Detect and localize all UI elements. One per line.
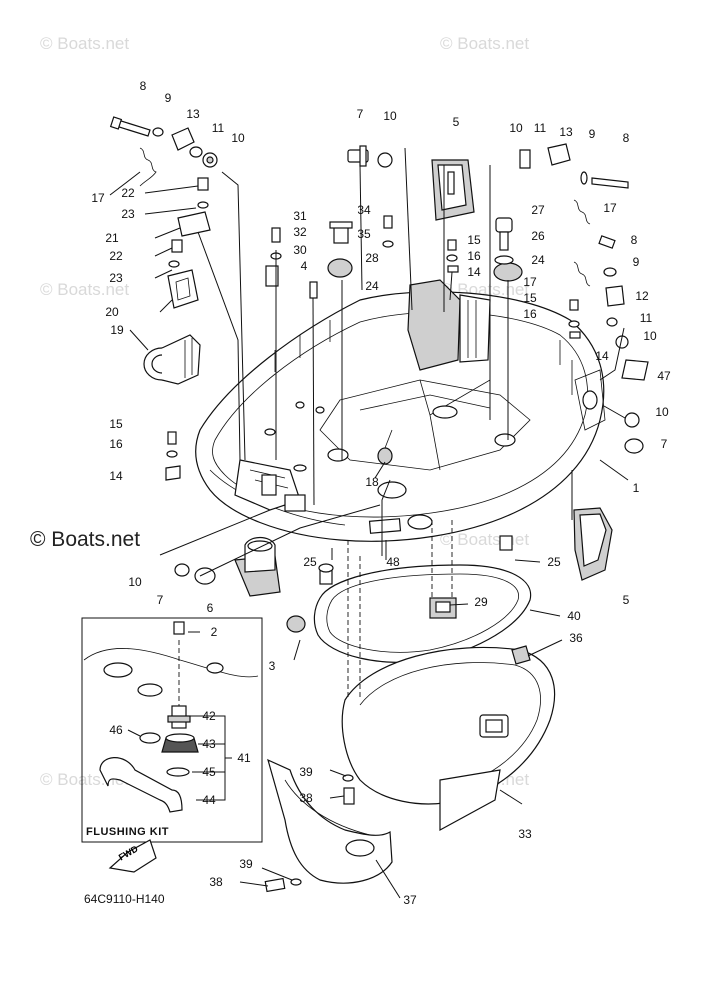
watermark: © Boats.net bbox=[40, 280, 130, 299]
callout-number: 35 bbox=[357, 227, 371, 241]
callout-number: 37 bbox=[403, 893, 417, 907]
callout-number: 46 bbox=[109, 723, 123, 737]
callout-number: 45 bbox=[202, 765, 216, 779]
callout-number: 10 bbox=[509, 121, 523, 135]
callout-number: 17 bbox=[603, 201, 617, 215]
callout-number: 31 bbox=[293, 209, 307, 223]
callout-number: 43 bbox=[202, 737, 216, 751]
callout-number: 10 bbox=[231, 131, 245, 145]
watermark: © Boats.net bbox=[440, 34, 530, 53]
callout-number: 30 bbox=[293, 243, 307, 257]
callout-number: 33 bbox=[518, 827, 532, 841]
callout-number: 13 bbox=[559, 125, 573, 139]
callout-number: 16 bbox=[109, 437, 123, 451]
callout-number: 11 bbox=[639, 311, 653, 325]
callout-number: 17 bbox=[523, 275, 537, 289]
flushing-kit-label: FLUSHING KIT bbox=[86, 826, 169, 838]
callout-number: 14 bbox=[467, 265, 481, 279]
callout-number: 16 bbox=[523, 307, 537, 321]
callout-number: 8 bbox=[630, 233, 638, 247]
callout-number: 5 bbox=[622, 593, 630, 607]
callout-number: 6 bbox=[206, 601, 214, 615]
figure-code: 64C9110-H140 bbox=[84, 892, 165, 906]
callout-number: 3 bbox=[268, 659, 276, 673]
callout-number: 11 bbox=[211, 121, 225, 135]
callout-number: 9 bbox=[164, 91, 172, 105]
callout-number: 7 bbox=[660, 437, 668, 451]
callout-number: 17 bbox=[91, 191, 105, 205]
callout-number: 14 bbox=[595, 349, 609, 363]
callout-number: 2 bbox=[210, 625, 218, 639]
callout-number: 10 bbox=[383, 109, 397, 123]
callout-number: 23 bbox=[121, 207, 135, 221]
callout-number: 19 bbox=[110, 323, 124, 337]
callout-number: 5 bbox=[452, 115, 460, 129]
callout-number: 13 bbox=[186, 107, 200, 121]
callout-number: 23 bbox=[109, 271, 123, 285]
callout-number: 40 bbox=[567, 609, 581, 623]
callout-number: 10 bbox=[655, 405, 669, 419]
flushing-kit-frame bbox=[81, 617, 263, 843]
watermark-main: © Boats.net bbox=[30, 528, 141, 551]
callout-number: 20 bbox=[105, 305, 119, 319]
callout-number: 12 bbox=[635, 289, 649, 303]
callout-number: 7 bbox=[156, 593, 164, 607]
callout-number: 48 bbox=[386, 555, 400, 569]
callout-number: 24 bbox=[531, 253, 545, 267]
callout-number: 22 bbox=[109, 249, 123, 263]
callout-number: 34 bbox=[357, 203, 371, 217]
callout-number: 42 bbox=[202, 709, 216, 723]
callout-number: 21 bbox=[105, 231, 119, 245]
callout-number: 38 bbox=[299, 791, 313, 805]
callout-number: 8 bbox=[139, 79, 147, 93]
callout-number: 11 bbox=[533, 121, 547, 135]
callout-number: 47 bbox=[657, 369, 671, 383]
callout-number: 22 bbox=[121, 186, 135, 200]
callout-number: 9 bbox=[588, 127, 596, 141]
callout-number: 1 bbox=[632, 481, 640, 495]
callout-number: 29 bbox=[474, 595, 488, 609]
callout-number: 25 bbox=[547, 555, 561, 569]
callout-number: 14 bbox=[109, 469, 123, 483]
callout-number: 41 bbox=[237, 751, 251, 765]
seal-40 bbox=[313, 564, 532, 663]
callout-number: 39 bbox=[239, 857, 253, 871]
callout-number: 28 bbox=[365, 251, 379, 265]
callout-number: 25 bbox=[303, 555, 317, 569]
callout-number: 10 bbox=[128, 575, 142, 589]
callout-number: 15 bbox=[523, 291, 537, 305]
bottom-cowling bbox=[195, 291, 605, 542]
callout-number: 44 bbox=[202, 793, 216, 807]
callout-number: 36 bbox=[569, 631, 583, 645]
callout-number: 27 bbox=[531, 203, 545, 217]
callout-number: 24 bbox=[365, 279, 379, 293]
callout-number: 39 bbox=[299, 765, 313, 779]
callout-number: 9 bbox=[632, 255, 640, 269]
callout-number: 38 bbox=[209, 875, 223, 889]
callout-number: 32 bbox=[293, 225, 307, 239]
callout-number: 16 bbox=[467, 249, 481, 263]
callout-number: 8 bbox=[622, 131, 630, 145]
callout-number: 18 bbox=[365, 475, 379, 489]
callout-number: 15 bbox=[109, 417, 123, 431]
watermark: © Boats.net bbox=[40, 34, 130, 53]
callout-number: 7 bbox=[356, 107, 364, 121]
callout-number: 15 bbox=[467, 233, 481, 247]
callout-number: 4 bbox=[300, 259, 308, 273]
callout-number: 26 bbox=[531, 229, 545, 243]
callout-number: 10 bbox=[643, 329, 657, 343]
